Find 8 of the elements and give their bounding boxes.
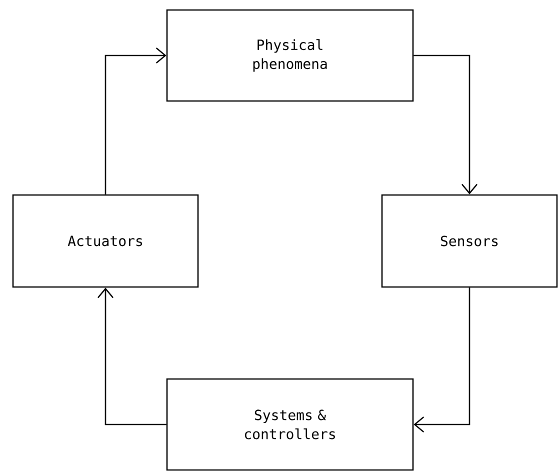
arrow (104, 48, 166, 194)
arrow (414, 54, 478, 194)
process-box: Systems & controllers (166, 378, 414, 471)
process-box: Actuators (12, 194, 199, 288)
process-box: Sensors (381, 194, 558, 288)
arrow (414, 288, 470, 432)
process-box: Physical phenomena (166, 9, 414, 102)
arrow (98, 288, 166, 426)
